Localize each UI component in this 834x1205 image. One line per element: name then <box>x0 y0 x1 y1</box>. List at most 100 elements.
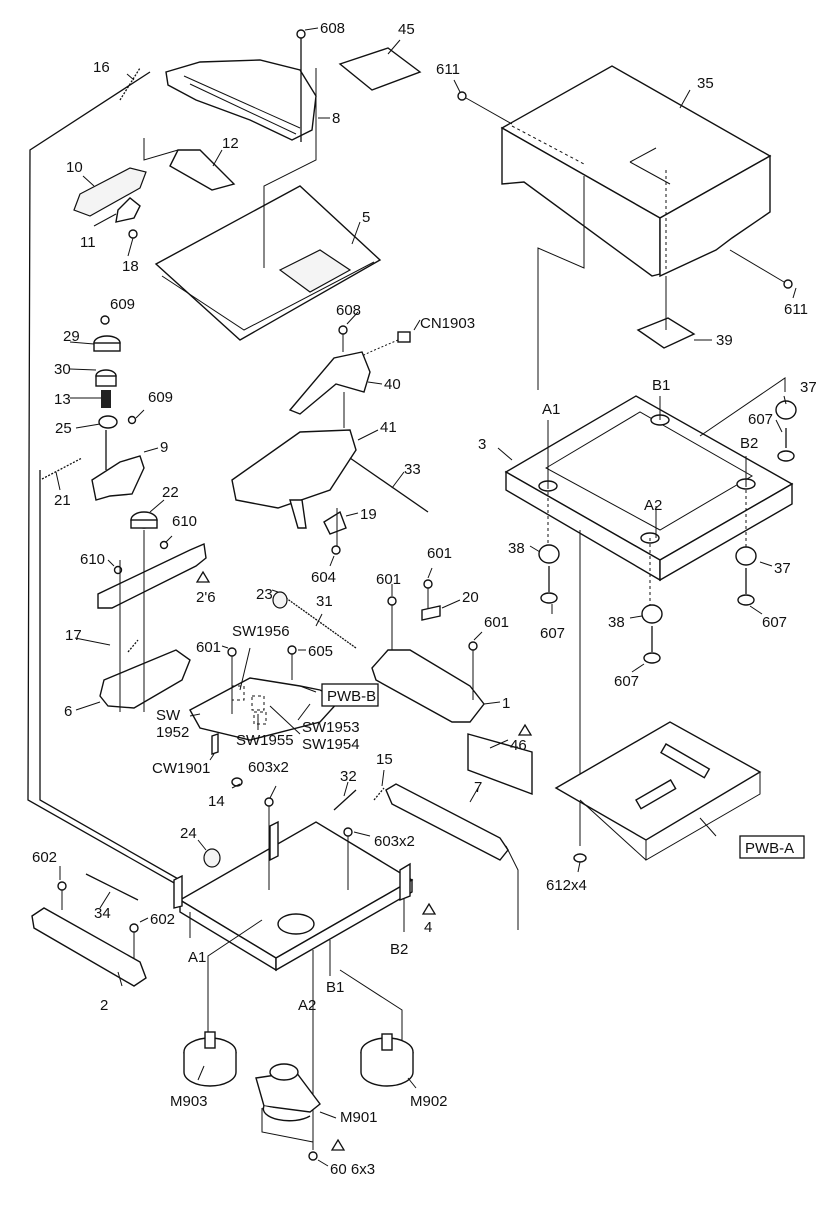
part-33-shaft <box>349 457 429 513</box>
part-45-sheet <box>338 47 422 91</box>
part-32-pin <box>333 789 357 811</box>
label-612x4: 612x4 <box>546 877 587 894</box>
label-9: 9 <box>160 439 168 456</box>
label-609-b: 609 <box>148 389 173 406</box>
part-30-collar <box>95 369 117 387</box>
label-11: 11 <box>80 234 96 251</box>
part-1-slide <box>371 649 485 723</box>
label-611-top: 611 <box>436 61 460 78</box>
label-602-b: 602 <box>150 911 175 928</box>
part-601-screw-c <box>468 641 478 700</box>
label-601-b: 601 <box>427 545 452 562</box>
label-15: 15 <box>376 751 393 768</box>
part-25-gear <box>98 415 118 429</box>
label-23: 23 <box>256 586 273 603</box>
caution-triangle-26 <box>195 570 211 583</box>
part-8-slide-plate <box>165 59 317 141</box>
part-16-spring <box>119 67 141 101</box>
label-sw1954: SW1954 <box>302 736 360 753</box>
part-26-plate <box>97 542 207 609</box>
motor-m903 <box>183 919 263 1087</box>
part-37-damper-a <box>775 400 797 420</box>
label-14: 14 <box>208 793 225 810</box>
label-sw1956: SW1956 <box>232 623 290 640</box>
part-31-screw-shaft <box>285 597 357 649</box>
part-12-lever <box>169 149 236 191</box>
label-21: 21 <box>54 492 71 509</box>
label-7: 7 <box>474 779 482 796</box>
pwb-b-label-box <box>321 683 379 707</box>
label-b2-top: B2 <box>740 435 758 452</box>
label-38-a: 38 <box>508 540 525 557</box>
part-9-bracket <box>91 430 145 501</box>
part-24-gear <box>203 848 221 868</box>
part-608-screw-top <box>296 29 306 142</box>
part-607-screw-b <box>540 566 558 604</box>
label-6: 6 <box>64 703 72 720</box>
part-607-screw-c <box>737 568 755 606</box>
pwb-a-board <box>554 721 762 861</box>
part-602-screw-b <box>129 923 139 960</box>
label-pwb-a: PWB-A <box>745 840 794 857</box>
part-612-screw <box>573 812 587 863</box>
label-603x2-b: 603x2 <box>374 833 415 850</box>
part-37-damper-b <box>735 546 757 566</box>
part-38-damper-a <box>538 544 560 564</box>
label-b2-bottom: B2 <box>390 941 408 958</box>
connector-cw1901 <box>211 733 219 755</box>
part-605-screw <box>287 645 297 680</box>
part-608-screw-mid <box>338 325 348 352</box>
label-20: 20 <box>462 589 479 606</box>
label-32: 32 <box>340 768 357 785</box>
label-35: 35 <box>697 75 714 92</box>
part-5-tray <box>154 185 382 341</box>
part-601-screw-d <box>227 647 237 714</box>
label-b1-top: B1 <box>652 377 670 394</box>
part-13-spring <box>101 390 111 408</box>
label-13: 13 <box>54 391 71 408</box>
part-6-plate <box>99 649 191 709</box>
guide-line <box>39 470 181 881</box>
part-601-screw-b <box>423 579 433 610</box>
label-607-a: 607 <box>748 411 773 428</box>
part-607-screw-d <box>643 626 661 664</box>
label-41: 41 <box>380 419 397 436</box>
label-cn1903: CN1903 <box>420 315 475 332</box>
callout-labels: 608 45 16 8 12 10 11 18 5 611 35 611 39 … <box>32 20 817 1178</box>
label-17: 17 <box>65 627 82 644</box>
label-607-b: 607 <box>540 625 565 642</box>
label-610-b: 610 <box>80 551 105 568</box>
label-sw1952-line2: 1952 <box>156 724 189 741</box>
part-15-spring <box>373 787 385 801</box>
label-16: 16 <box>93 59 110 76</box>
part-606-screw <box>308 1151 318 1161</box>
part-603-screw-b <box>343 827 353 890</box>
part-19-clip <box>323 510 347 535</box>
label-33: 33 <box>404 461 421 478</box>
part-23-gear <box>272 591 288 609</box>
label-601-d: 601 <box>196 639 221 656</box>
label-sw1952-line1: SW <box>156 707 181 724</box>
label-601-a: 601 <box>376 571 401 588</box>
label-602-a: 602 <box>32 849 57 866</box>
label-a1-top: A1 <box>542 401 560 418</box>
part-14-washer <box>231 777 243 787</box>
label-m903: M903 <box>170 1093 208 1110</box>
part-4-main-chassis <box>173 820 414 972</box>
label-25: 25 <box>55 420 72 437</box>
label-10: 10 <box>66 159 83 176</box>
label-18: 18 <box>122 258 139 275</box>
part-29-gear <box>93 335 121 352</box>
label-40: 40 <box>384 376 401 393</box>
label-sw1953: SW1953 <box>302 719 360 736</box>
label-8: 8 <box>332 110 340 127</box>
motor-m902 <box>339 969 414 1087</box>
label-m901: M901 <box>340 1109 378 1126</box>
part-611-screw-left <box>457 91 513 125</box>
label-5: 5 <box>362 209 370 226</box>
label-4: 4 <box>424 919 432 936</box>
part-609-washer-a <box>100 315 110 325</box>
part-21-spring <box>41 457 83 480</box>
guide-line <box>263 68 317 268</box>
